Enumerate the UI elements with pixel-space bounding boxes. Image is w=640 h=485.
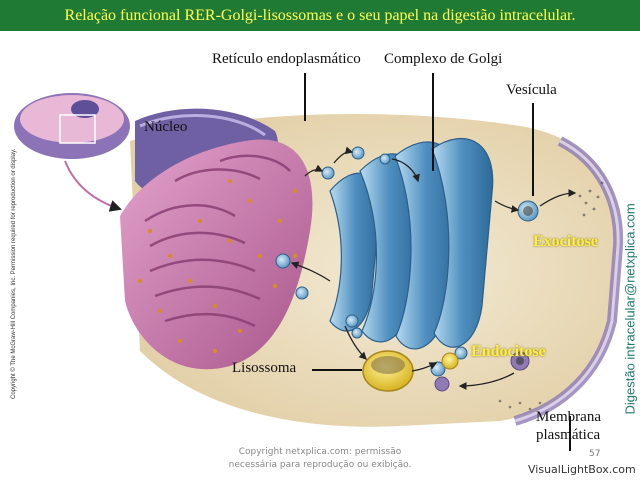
- ribosomes: [137, 178, 298, 354]
- label-reticulo-endoplasmatico: Retículo endoplasmático: [212, 51, 361, 67]
- cell-diagram: Retículo endoplasmático Complexo de Golg…: [0, 31, 640, 480]
- inset-cell-thumbnail: [14, 93, 130, 159]
- endocytosis-particles: [498, 399, 542, 411]
- endocytic-vesicles: [434, 351, 530, 392]
- label-membrana: Membrana: [536, 409, 601, 425]
- label-plasmatica: plasmática: [536, 427, 601, 443]
- golgi-stack: [329, 138, 494, 350]
- watermark[interactable]: VisualLightBox.com: [528, 463, 636, 476]
- title-bar: Relação funcional RER-Golgi-lisossomas e…: [0, 0, 640, 31]
- label-endocitose: Endocitose: [471, 343, 546, 360]
- rough-er: [120, 139, 313, 370]
- footer-copyright-line2: necessária para reprodução ou exibição.: [228, 460, 412, 470]
- leader-lines: [304, 73, 571, 451]
- footer-copyright: Copyright netxplica.com: permissão neces…: [200, 446, 440, 472]
- page-title: Relação funcional RER-Golgi-lisossomas e…: [64, 6, 576, 24]
- inset-pointer-arrow: [64, 160, 122, 212]
- label-complexo-golgi: Complexo de Golgi: [384, 51, 503, 67]
- label-lisossoma: Lisossoma: [232, 360, 297, 376]
- process-arrows: [290, 146, 577, 390]
- side-netxplica-label: Digestão intracelular@netxplica.com: [622, 203, 638, 415]
- secretory-vesicle: [517, 200, 539, 222]
- lysosome: [362, 350, 414, 392]
- label-vesicula: Vesícula: [506, 82, 557, 98]
- exocytosis-release: [578, 181, 604, 217]
- cell-illustration: [14, 73, 624, 451]
- label-exocitose: Exocitose: [533, 233, 598, 250]
- page-number: 57: [589, 449, 601, 459]
- footer-copyright-line1: Copyright netxplica.com: permissão: [238, 447, 402, 457]
- side-copyright-mcgrawhill: Copyright © The McGraw-Hill Companies, I…: [11, 148, 17, 399]
- label-nucleo: Núcleo: [144, 119, 188, 135]
